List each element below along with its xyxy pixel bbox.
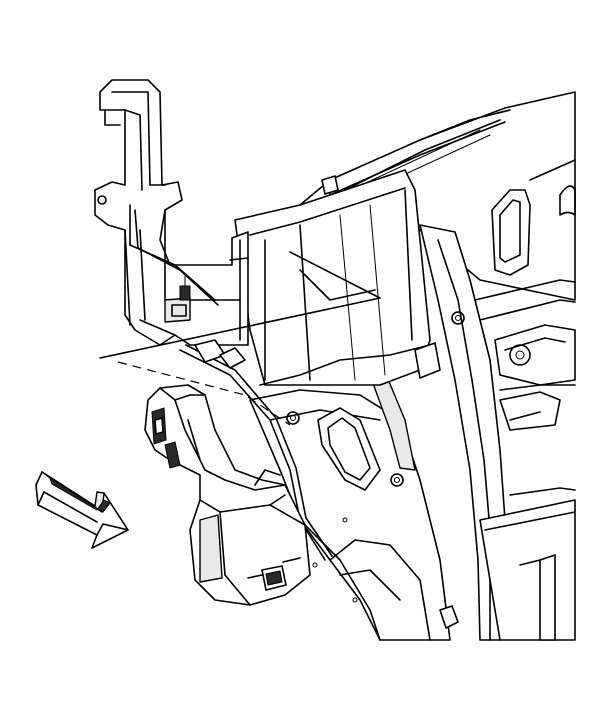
electrical-connector: [144, 384, 311, 606]
vehicle-body-structure: [249, 91, 576, 641]
wiring-harness: [129, 204, 333, 561]
leader-lines: [99, 251, 381, 426]
mounting-bracket: [94, 79, 249, 346]
direction-arrow: [35, 471, 129, 549]
module-housing: [234, 169, 441, 386]
arrow-icon: [35, 471, 129, 549]
